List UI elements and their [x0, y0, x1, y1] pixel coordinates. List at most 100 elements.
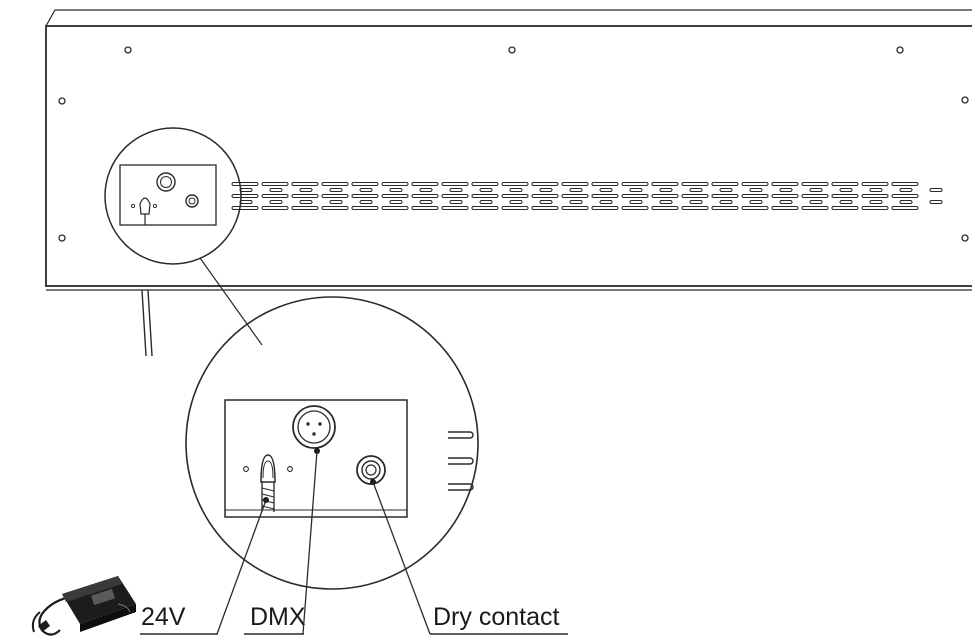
leader-dry-contact — [372, 481, 431, 635]
vent-slot — [681, 194, 709, 198]
vent-slot — [291, 182, 319, 186]
vent-slot — [861, 182, 889, 186]
large-connector-plate — [224, 399, 408, 518]
vent-slot — [381, 194, 409, 198]
vent-slot — [351, 206, 379, 210]
vent-slot — [711, 194, 739, 198]
vent-slot — [651, 182, 679, 186]
vent-slot — [351, 194, 379, 198]
screw — [124, 46, 132, 54]
vent-slot — [779, 188, 793, 192]
vent-slot — [269, 200, 283, 204]
vent-slot — [321, 182, 349, 186]
vent-slot — [321, 206, 349, 210]
mounting-screws — [58, 46, 969, 242]
vent-slot — [779, 200, 793, 204]
vent-slot — [621, 194, 649, 198]
vent-slot — [531, 206, 559, 210]
vent-slot — [509, 188, 523, 192]
vent-slot — [599, 188, 613, 192]
vent-slot — [711, 182, 739, 186]
vent-slot — [749, 188, 763, 192]
vent-slot — [891, 194, 919, 198]
vent-slot — [891, 206, 919, 210]
vent-slot — [689, 200, 703, 204]
rear-panel — [45, 25, 972, 287]
vent-slot — [749, 200, 763, 204]
small-dmx-connector — [156, 172, 176, 192]
vent-slot — [899, 188, 913, 192]
vent-slot — [531, 182, 559, 186]
vent-slot — [501, 182, 529, 186]
unit-top-edge — [45, 9, 972, 27]
vent-slot — [839, 200, 853, 204]
vent-slot — [681, 206, 709, 210]
vent-slot — [741, 194, 769, 198]
vent-slot — [629, 188, 643, 192]
vent-slot — [441, 182, 469, 186]
vent-slot — [839, 188, 853, 192]
vent-slot — [231, 206, 259, 210]
vent-slot — [501, 194, 529, 198]
vent-slot — [509, 200, 523, 204]
vent-slot — [359, 200, 373, 204]
vent-slot — [831, 182, 859, 186]
screw — [58, 234, 66, 242]
vent-slot — [689, 188, 703, 192]
vent-slot — [419, 200, 433, 204]
vent-slot — [359, 188, 373, 192]
vent-slot — [861, 194, 889, 198]
magnifier-leader — [199, 257, 263, 346]
vent-slot — [621, 206, 649, 210]
vent-slot — [329, 188, 343, 192]
screw — [508, 46, 516, 54]
vent-slot — [621, 182, 649, 186]
vent-slot — [869, 200, 883, 204]
vent-slot — [891, 182, 919, 186]
vent-slot — [501, 206, 529, 210]
vent-slot — [299, 200, 313, 204]
vent-slot — [261, 182, 289, 186]
vent-slot — [471, 182, 499, 186]
small-power-inlet — [139, 197, 151, 215]
vent-slot — [291, 194, 319, 198]
vent-slot — [569, 188, 583, 192]
vent-slot — [809, 200, 823, 204]
vent-slot — [411, 182, 439, 186]
vent-slot — [231, 182, 259, 186]
vent-slot — [441, 194, 469, 198]
large-magnifier — [185, 296, 479, 590]
vent-slot — [561, 194, 589, 198]
vent-slot — [539, 200, 553, 204]
label-dry-contact: Dry contact — [433, 603, 560, 631]
vent-slot — [449, 200, 463, 204]
vent-slot — [681, 182, 709, 186]
vent-slot — [719, 188, 733, 192]
vent-slot — [411, 206, 439, 210]
vent-slot — [809, 188, 823, 192]
vent-slot — [539, 188, 553, 192]
vent-slot — [869, 188, 883, 192]
vent-slot — [411, 194, 439, 198]
vent-slot — [801, 194, 829, 198]
vent-slot — [861, 206, 889, 210]
vent-slot — [239, 200, 253, 204]
vent-slot — [269, 188, 283, 192]
vent-slot — [389, 188, 403, 192]
vent-slot — [831, 194, 859, 198]
power-adapter-icon — [31, 576, 136, 636]
xlr-connector-icon — [292, 405, 336, 449]
vent-slot — [261, 194, 289, 198]
large-slot-hints — [448, 431, 474, 491]
leader-24v — [216, 499, 267, 635]
small-dry-contact — [185, 194, 199, 208]
vent-slot — [719, 200, 733, 204]
ventilation-slots — [231, 182, 943, 210]
vent-slot — [479, 188, 493, 192]
label-dmx: DMX — [250, 603, 306, 631]
vent-slot — [929, 200, 943, 204]
vent-slot — [899, 200, 913, 204]
vent-slot — [741, 206, 769, 210]
screw — [896, 46, 904, 54]
